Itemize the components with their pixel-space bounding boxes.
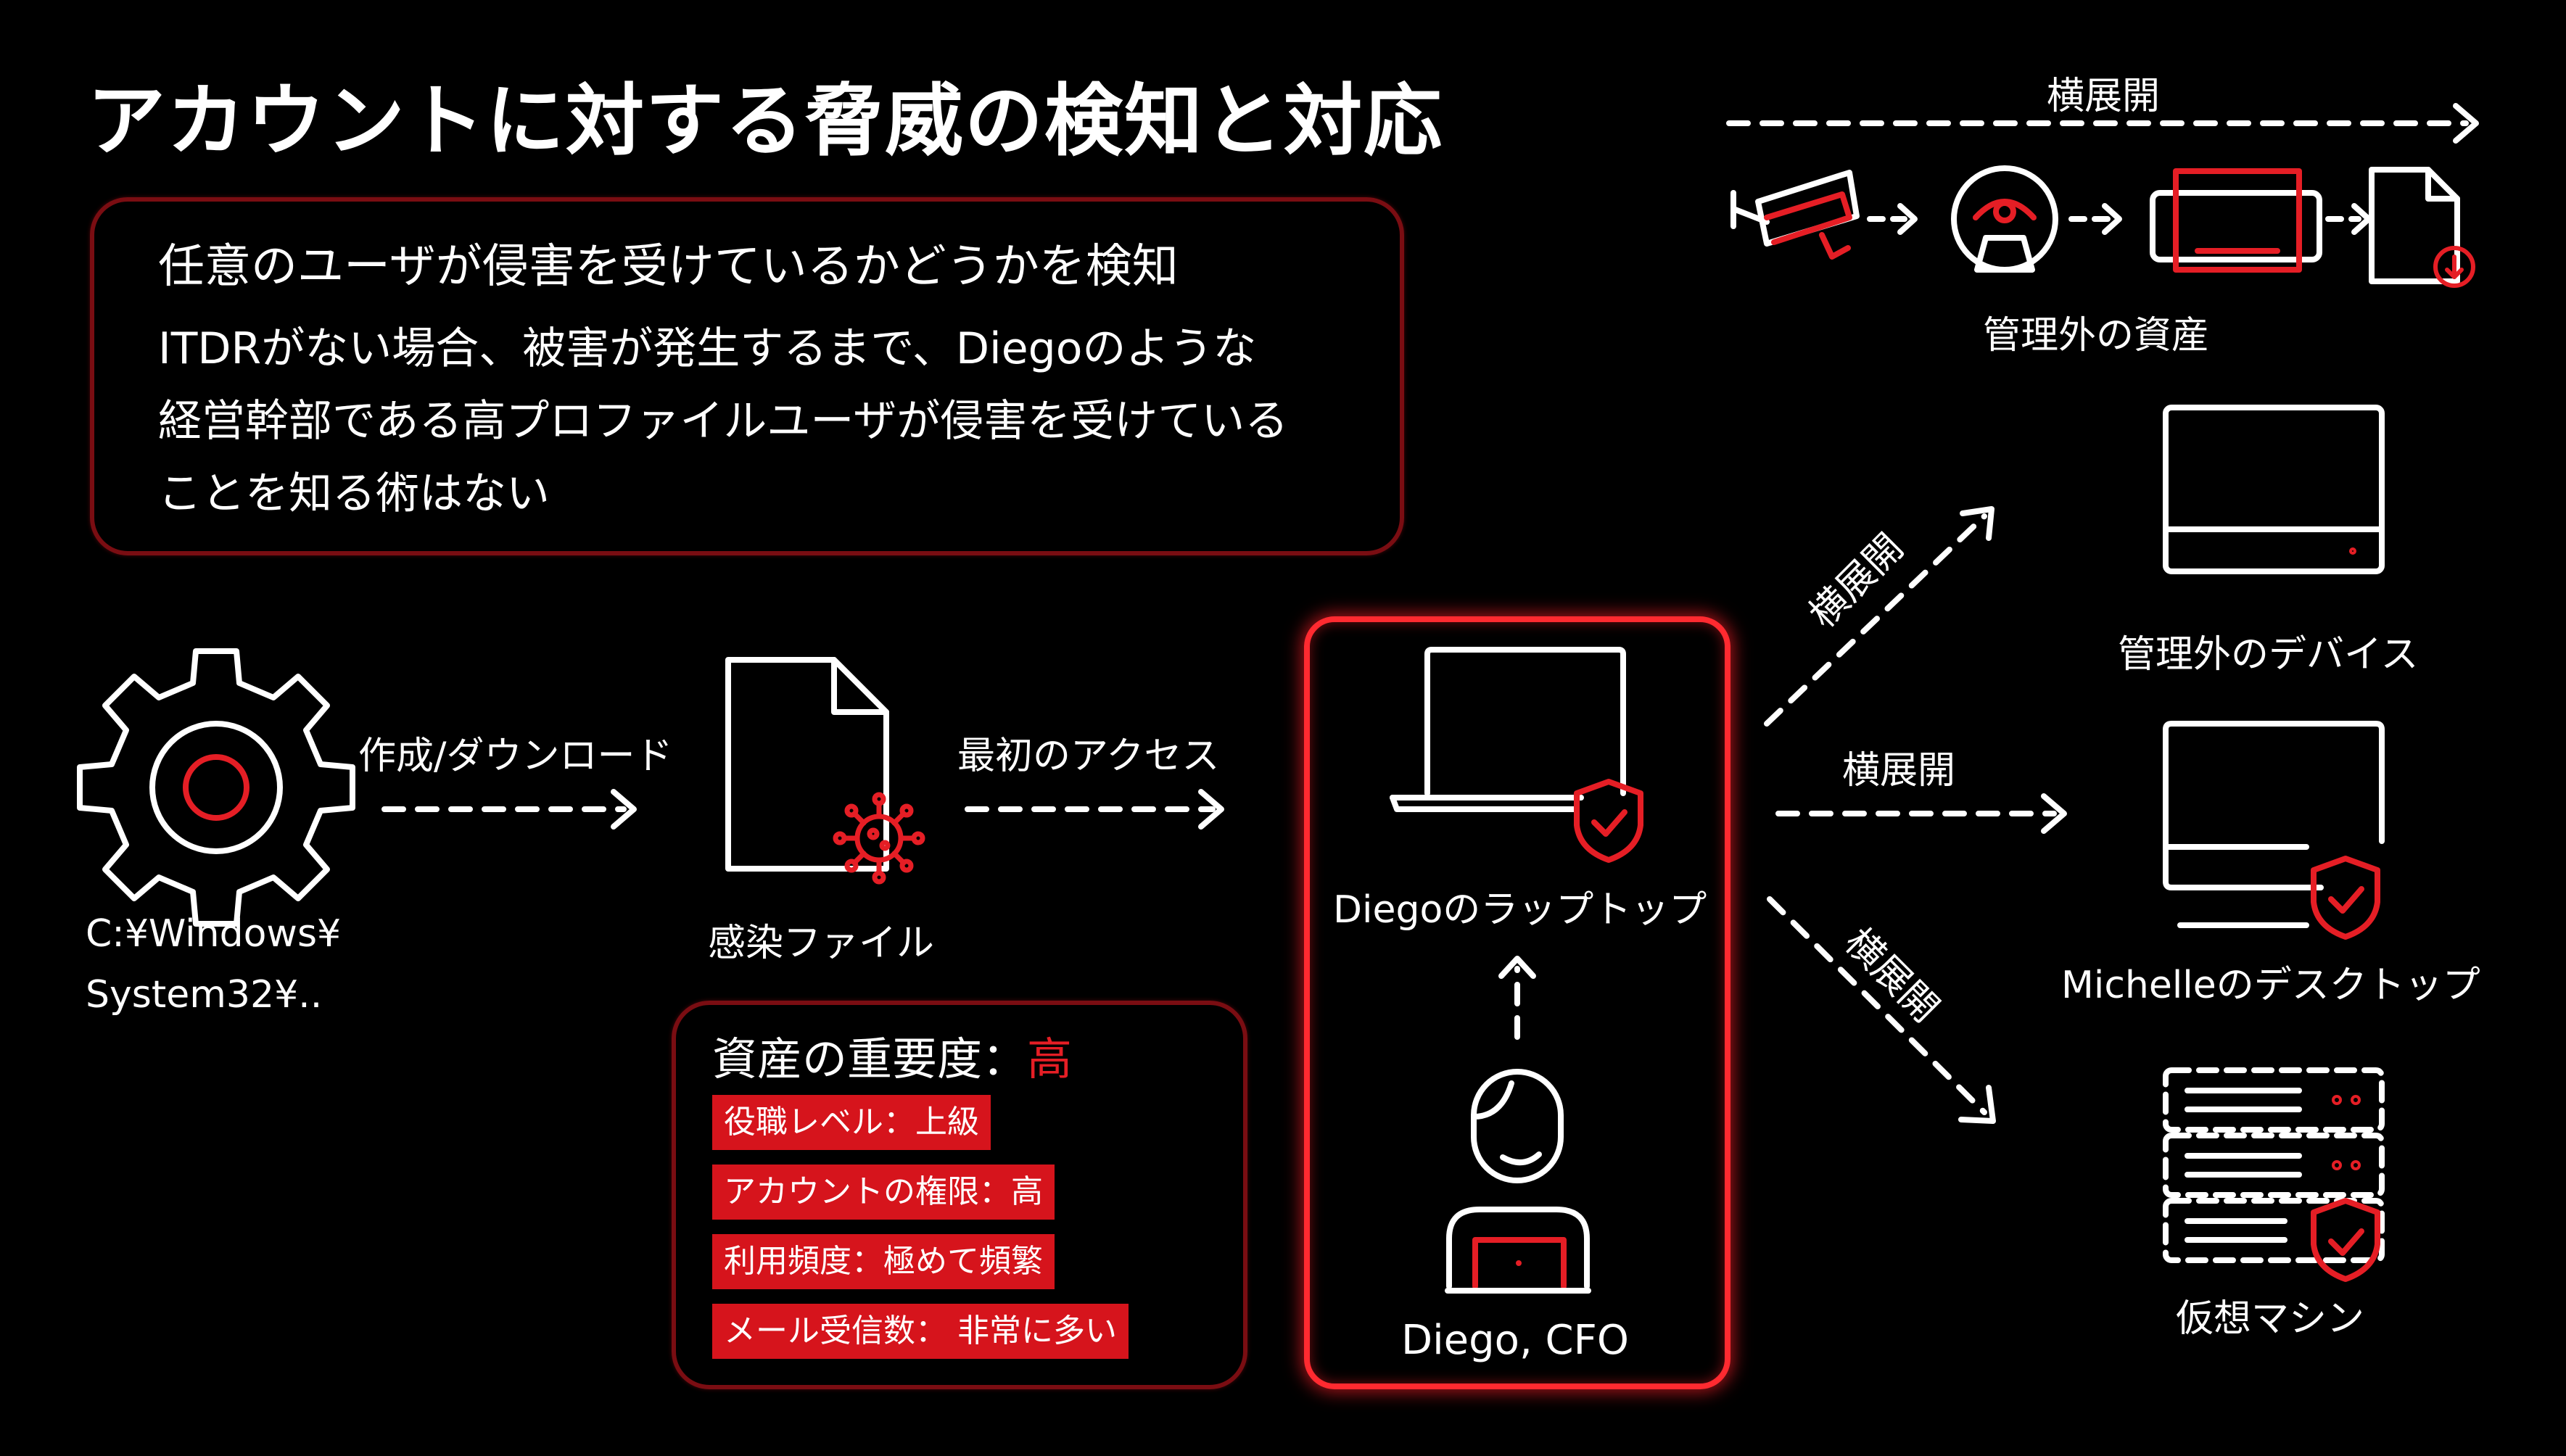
virtual-machine-icon — [2163, 1067, 2385, 1282]
unmanaged-assets-label: 管理外の資産 — [1983, 314, 2210, 357]
page-title: アカウントに対する脅威の検知と対応 — [87, 76, 1444, 167]
initial-access-label: 最初のアクセス — [957, 735, 1220, 778]
arrow-lateral-up — [1764, 506, 1994, 727]
arrow-lateral-top — [1726, 103, 2479, 144]
asset-criticality-box — [672, 1001, 1247, 1389]
laptop-label: Diegoのラップトップ — [1333, 888, 1707, 932]
arrow-printer-to-document — [2325, 203, 2372, 235]
criticality-tag-privilege: アカウントの権限：高 — [712, 1165, 1055, 1220]
info-heading: 任意のユーザが侵害を受けているかどうかを検知 — [158, 240, 1179, 294]
medical-scanner-icon — [1951, 165, 2058, 273]
arrow-user-to-laptop — [1498, 956, 1536, 1040]
highlighted-user-panel — [1304, 616, 1730, 1389]
infected-file-label: 感染ファイル — [708, 922, 935, 965]
lateral-mid-label: 横展開 — [1842, 749, 1956, 793]
source-path-line-2: System32¥.. — [86, 973, 323, 1017]
create-download-label: 作成/ダウンロード — [358, 735, 673, 778]
user-icon — [1445, 1069, 1591, 1294]
info-line-2: 経営幹部である高プロファイルユーザが侵害を受けている — [158, 396, 1289, 447]
criticality-level: 高 — [1027, 1033, 1073, 1085]
infected-file-icon — [725, 657, 925, 885]
arrow-camera-to-scanner — [1867, 203, 1918, 235]
user-label: Diego, CFO — [1401, 1317, 1629, 1364]
virtual-machine-label: 仮想マシン — [2176, 1297, 2365, 1341]
arrow-scanner-to-printer — [2068, 203, 2122, 235]
asset-criticality-title: 資産の重要度：高 — [712, 1033, 1073, 1085]
info-box — [90, 197, 1404, 555]
info-line-3: ことを知る術はない — [158, 468, 550, 519]
lateral-top-label: 横展開 — [2047, 75, 2161, 118]
arrow-create-download — [381, 789, 637, 830]
document-icon — [2369, 167, 2475, 288]
camera-icon — [1730, 170, 1860, 260]
criticality-tag-usage: 利用頻度：極めて頻繁 — [712, 1234, 1055, 1289]
arrow-lateral-mid — [1775, 793, 2067, 834]
info-line-1: ITDRがない場合、被害が発生するまで、Diegoのような — [158, 323, 1257, 374]
criticality-tag-email: メール受信数： 非常に多い — [712, 1304, 1129, 1359]
arrow-initial-access — [965, 789, 1224, 830]
laptop-icon — [1390, 647, 1643, 863]
unmanaged-device-label: 管理外のデバイス — [2118, 633, 2419, 677]
desktop-label: Michelleのデスクトップ — [2061, 964, 2480, 1007]
unmanaged-device-monitor-icon — [2163, 405, 2385, 574]
source-path-line-1: C:¥Windows¥ — [86, 912, 342, 956]
printer-icon — [2150, 168, 2322, 273]
gear-icon — [77, 648, 355, 927]
arrow-lateral-down — [1767, 896, 1996, 1124]
criticality-tag-role: 役職レベル：上級 — [712, 1095, 991, 1150]
desktop-monitor-icon — [2163, 721, 2385, 940]
